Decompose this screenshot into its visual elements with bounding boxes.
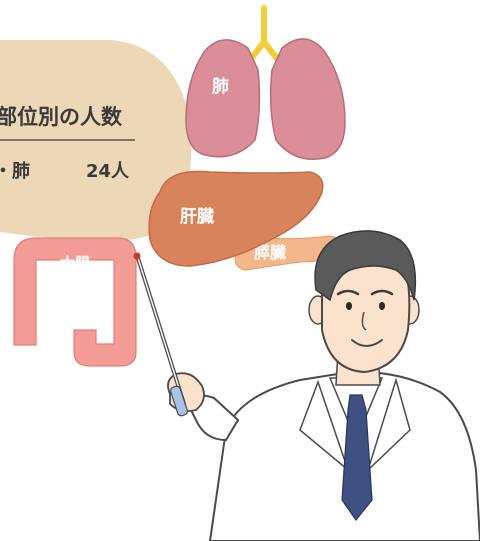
doctor-nose xyxy=(361,311,367,331)
doctor-eye-left xyxy=(346,302,352,310)
doctor-mouth xyxy=(351,339,383,347)
pointer-grip xyxy=(170,385,188,417)
lungs: 肺 xyxy=(185,5,346,160)
liver-shape xyxy=(148,170,324,267)
doctor-tie xyxy=(341,394,373,522)
colon-label: 大腸 xyxy=(60,254,90,272)
info-panel: 部位別の人数 ・肺 24人 xyxy=(0,40,192,241)
doctor xyxy=(167,230,480,541)
trachea xyxy=(247,5,281,63)
colon: 大腸 xyxy=(13,237,137,367)
info-panel-heading: 部位別の人数 xyxy=(0,105,123,129)
doctor-hair xyxy=(314,230,417,302)
liver-label: 肝臓 xyxy=(180,207,214,227)
info-panel-row-label: ・肺 xyxy=(0,161,30,182)
doctor-eyebrow-left xyxy=(336,289,360,296)
doctor-eye-right xyxy=(379,302,385,310)
right-lung xyxy=(269,38,346,160)
colon-shape xyxy=(13,237,137,367)
left-lung xyxy=(185,39,261,158)
doctor-eyebrow-right xyxy=(370,289,394,296)
lung-label: 肺 xyxy=(212,77,229,97)
info-panel-row-count: 24人 xyxy=(86,161,130,182)
pointer-tip xyxy=(133,252,141,260)
doctor-lapel-left xyxy=(299,379,350,473)
pointer-shaft-inner xyxy=(137,257,185,405)
pancreas-label: 膵臓 xyxy=(254,243,286,262)
liver: 肝臓 xyxy=(148,170,324,267)
pointer-stick xyxy=(133,252,188,417)
doctor-lapel-right xyxy=(366,377,411,473)
